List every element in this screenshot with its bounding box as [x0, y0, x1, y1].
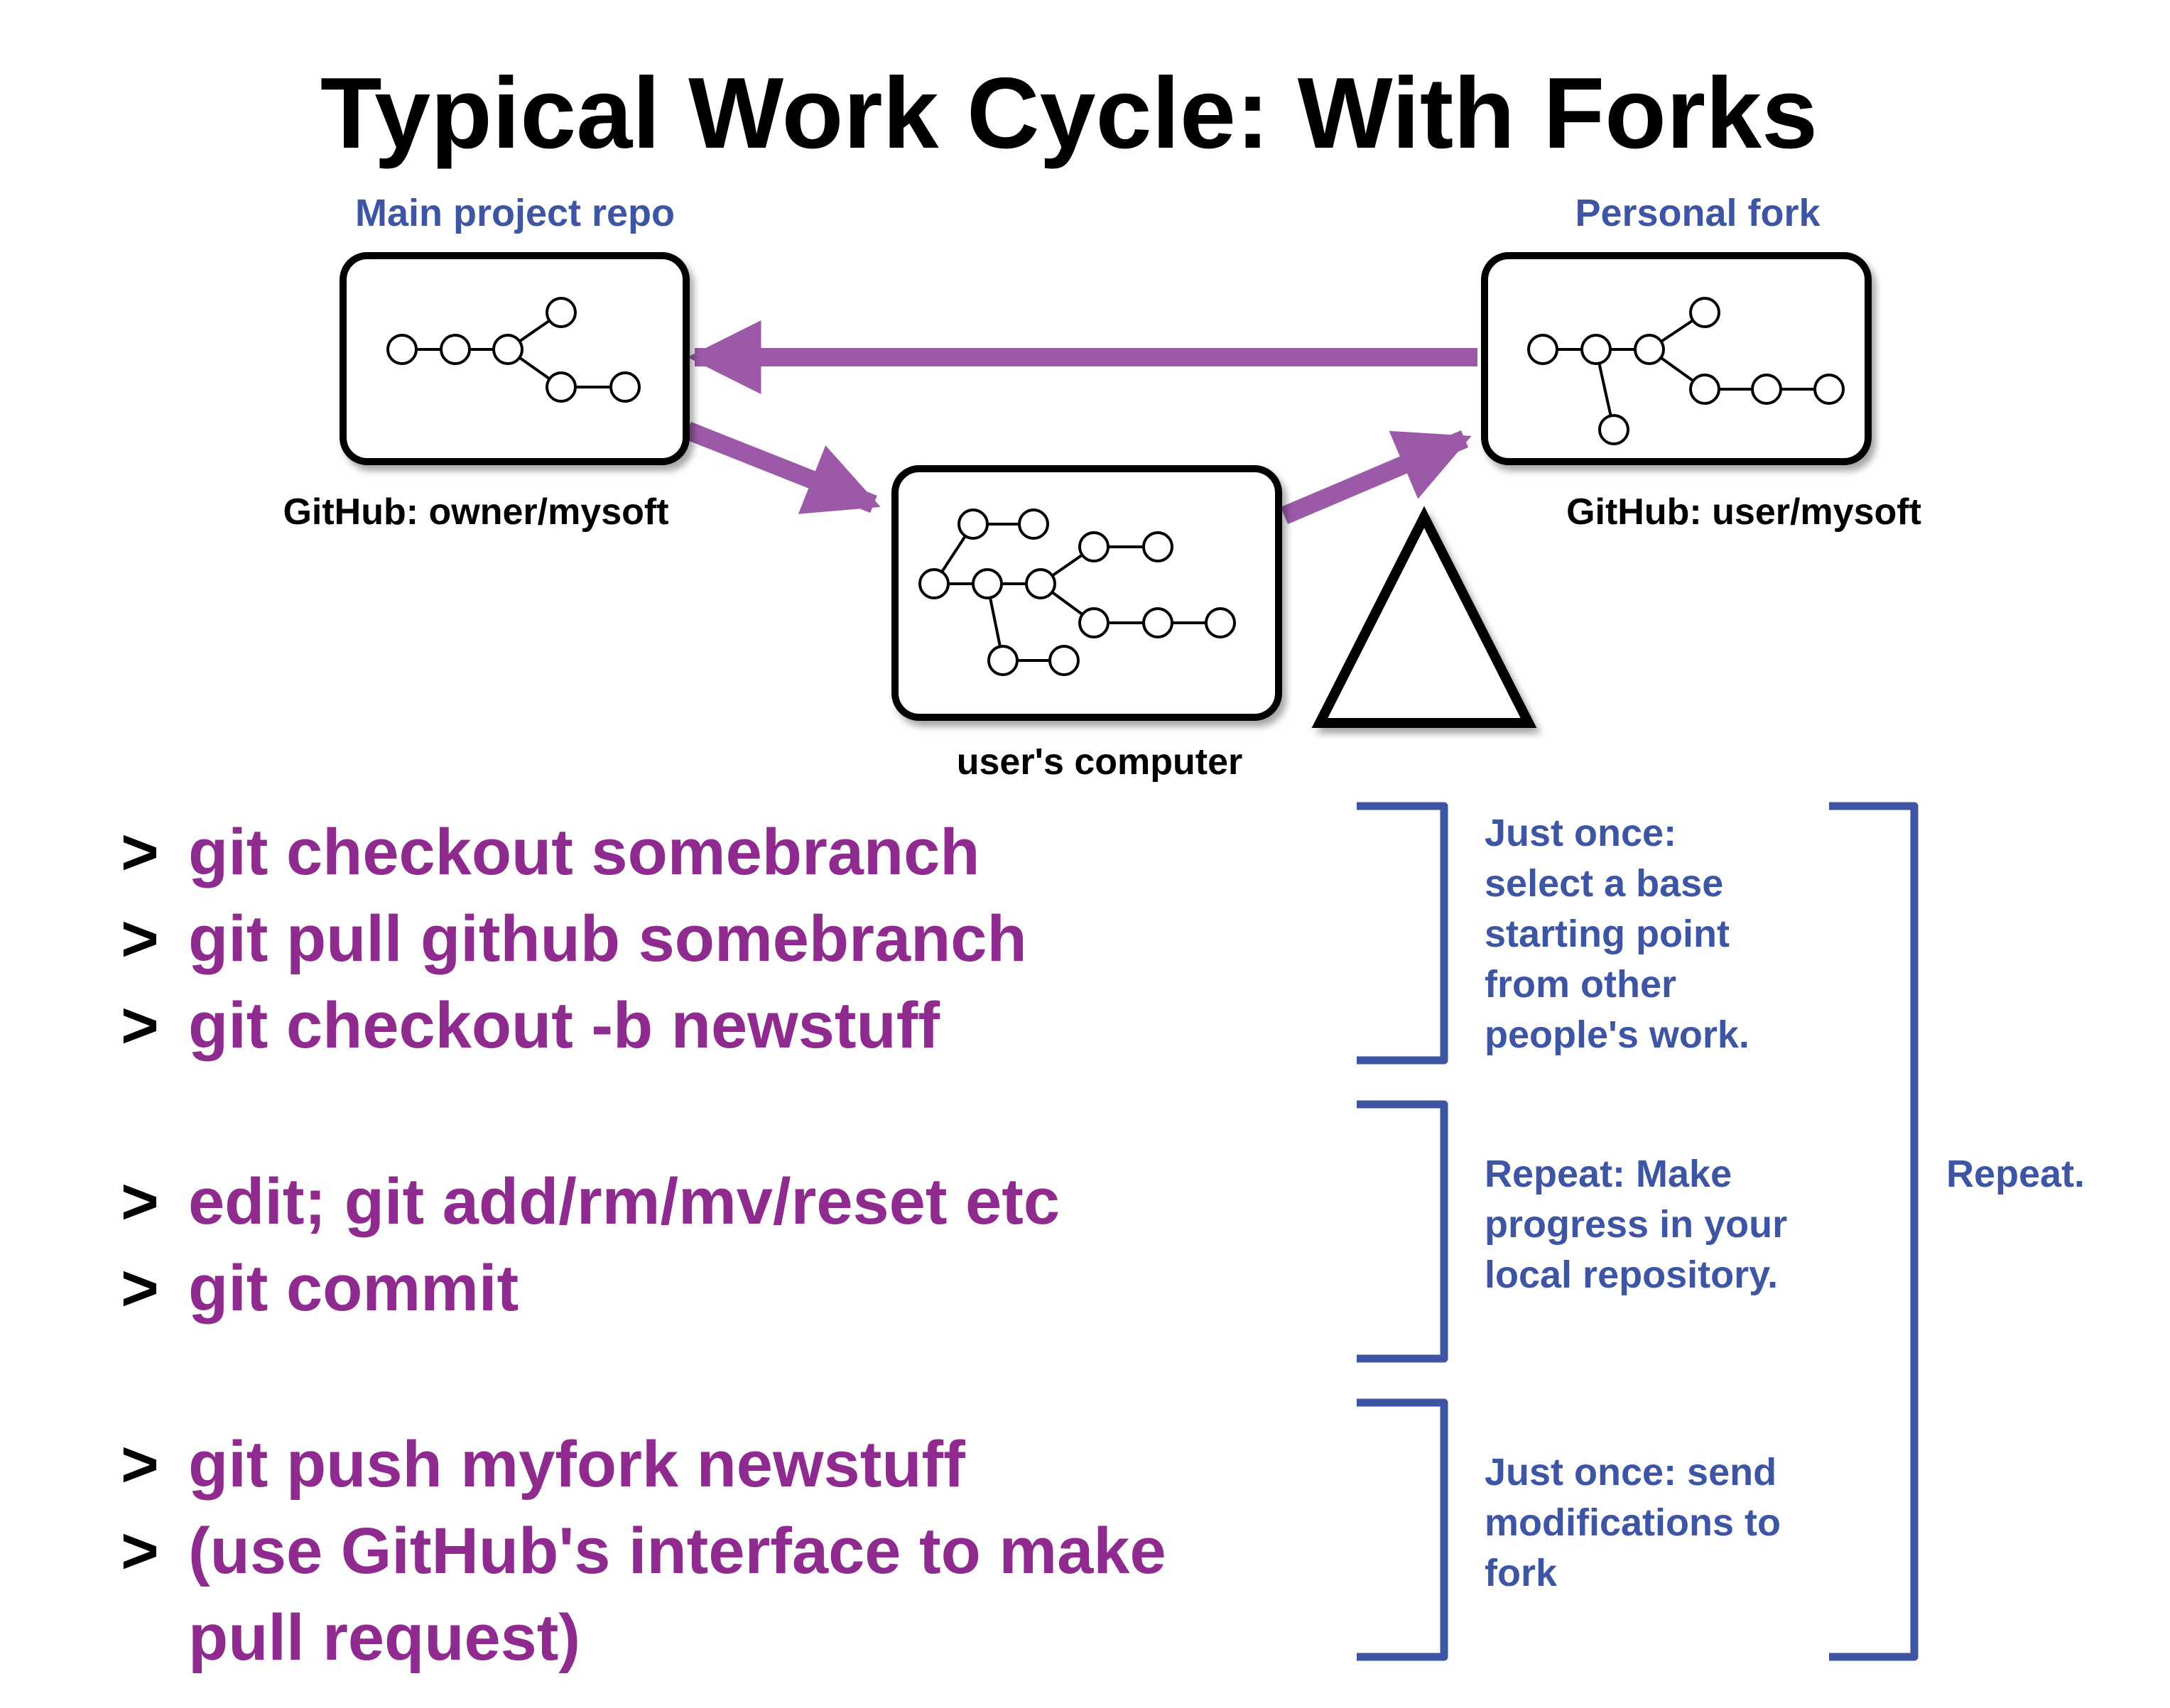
send-note: Just once: send modifications to fork	[1485, 1451, 1781, 1594]
prompt-symbol: >	[121, 1515, 159, 1587]
bracket-icon	[1357, 802, 1919, 1661]
prompt-symbol: >	[121, 816, 159, 888]
local-to-fork-arrow	[1280, 430, 1472, 524]
command-text: (use GitHub's interface to make	[188, 1515, 1166, 1587]
progress-bracket	[1357, 1100, 1448, 1363]
command-text: edit; git add/rm/mv/reset etc	[188, 1165, 1060, 1238]
main-to-local-arrow	[684, 421, 881, 514]
arrow-icon	[684, 320, 1477, 524]
prompt-symbol: >	[121, 1428, 159, 1501]
local-repo-caption: user's computer	[957, 741, 1243, 783]
setup-note: Just once: select a base starting point …	[1485, 812, 1749, 1056]
main-repo-box	[340, 252, 690, 465]
command-text: pull request)	[188, 1601, 581, 1674]
main-repo-caption: GitHub: owner/mysoft	[283, 491, 668, 533]
git-graph-icon	[1527, 297, 1845, 445]
repeat-bracket	[1829, 802, 1919, 1661]
main-repo-label: Main project repo	[355, 192, 675, 234]
command-line: > git checkout -b newstuff	[121, 983, 940, 1068]
command-text: git push myfork newstuff	[188, 1428, 965, 1501]
command-line: > git push myfork newstuff	[121, 1422, 965, 1507]
fork-repo-box	[1481, 252, 1872, 465]
prompt-symbol: >	[121, 1165, 159, 1238]
command-text: git pull github somebranch	[188, 903, 1027, 975]
page-title: Typical Work Cycle: With Forks	[320, 57, 1818, 170]
command-line: > git pull github somebranch	[121, 896, 1027, 981]
fork-repo-label: Personal fork	[1575, 192, 1821, 234]
command-line: > edit; git add/rm/mv/reset etc	[121, 1159, 1060, 1244]
local-repo-box	[891, 465, 1282, 721]
prompt-symbol: >	[121, 1252, 159, 1324]
progress-note: Repeat: Make progress in your local repo…	[1485, 1153, 1788, 1296]
command-line: > (use GitHub's interface to make	[121, 1508, 1166, 1594]
command-line: > git checkout somebranch	[121, 810, 980, 895]
fork-repo-caption: GitHub: user/mysoft	[1566, 491, 1921, 533]
triangle-icon	[1311, 506, 1537, 728]
setup-bracket	[1357, 802, 1448, 1065]
command-line: pull request)	[121, 1595, 580, 1680]
command-line: > git commit	[121, 1246, 519, 1331]
git-graph-icon	[386, 297, 641, 403]
git-graph-icon	[918, 508, 1236, 676]
command-text: git commit	[188, 1252, 519, 1324]
prompt-symbol: >	[121, 989, 159, 1062]
command-text: git checkout somebranch	[188, 816, 980, 888]
command-text: git checkout -b newstuff	[188, 989, 940, 1062]
send-bracket	[1357, 1398, 1448, 1661]
repeat-note: Repeat.	[1946, 1153, 2085, 1195]
prompt-symbol: >	[121, 903, 159, 975]
